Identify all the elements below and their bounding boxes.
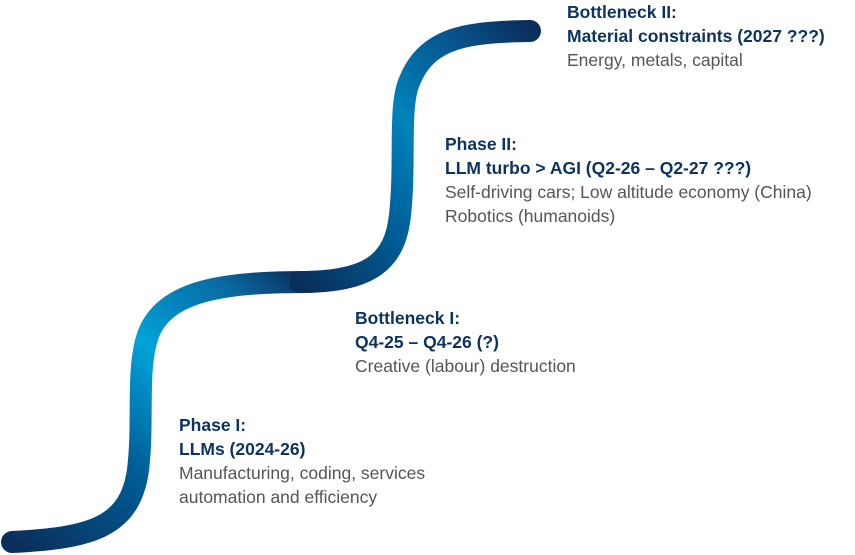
stage-subtitle: LLM turbo > AGI (Q2-26 – Q2-27 ???) <box>445 158 752 178</box>
stage-phase-1: Phase I: LLMs (2024-26) Manufacturing, c… <box>179 413 425 509</box>
stage-description-2: automation and efficiency <box>179 487 378 507</box>
stage-description: Energy, metals, capital <box>567 50 743 70</box>
stage-description-2: Robotics (humanoids) <box>445 206 616 226</box>
stage-bottleneck-2: Bottleneck II: Material constraints (202… <box>567 0 825 72</box>
stage-title: Phase II: <box>445 134 517 154</box>
curve-upper-segment <box>289 20 541 293</box>
stage-title: Bottleneck I: <box>355 308 461 328</box>
curve-lower-segment <box>1 271 321 553</box>
stage-subtitle: Q4-25 – Q4-26 (?) <box>355 332 499 352</box>
stage-phase-2: Phase II: LLM turbo > AGI (Q2-26 – Q2-27… <box>445 132 812 228</box>
stage-bottleneck-1: Bottleneck I: Q4-25 – Q4-26 (?) Creative… <box>355 306 576 378</box>
stage-title: Bottleneck II: <box>567 2 677 22</box>
stage-subtitle: Material constraints (2027 ???) <box>567 26 825 46</box>
stage-description: Manufacturing, coding, services <box>179 463 426 483</box>
stage-description: Creative (labour) destruction <box>355 356 576 376</box>
stage-title: Phase I: <box>179 415 247 435</box>
stage-description: Self-driving cars; Low altitude economy … <box>445 182 812 202</box>
stage-subtitle: LLMs (2024-26) <box>179 439 306 459</box>
